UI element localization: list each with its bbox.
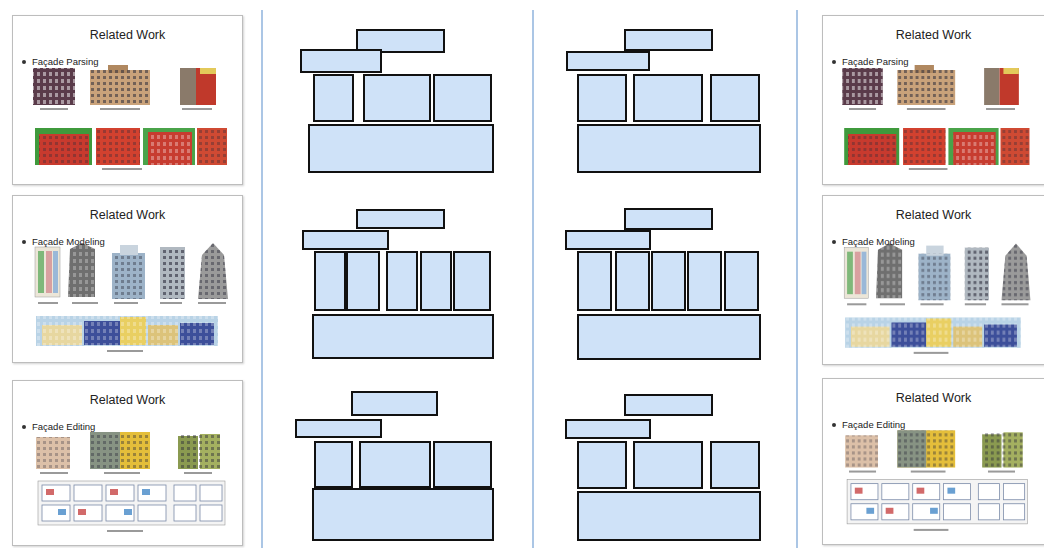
bullet-text: Façade Modeling xyxy=(32,236,105,248)
bullet-row: Façade Editing xyxy=(22,420,242,433)
slide-title: Related Work xyxy=(13,207,242,224)
slide-title: Related Work xyxy=(823,207,1044,224)
bullet-text: Façade Editing xyxy=(842,419,905,431)
slide-title: Related Work xyxy=(823,27,1044,44)
slide-panel: Related WorkFaçade Editing xyxy=(822,378,1044,545)
bullet-row: Façade Parsing xyxy=(22,55,242,68)
bullet-row: Façade Modeling xyxy=(22,235,242,248)
slide-panel: Related WorkFaçade Modeling xyxy=(12,195,243,363)
slide-title: Related Work xyxy=(823,390,1044,407)
bullet-row: Façade Parsing xyxy=(832,55,1044,68)
bullet-dot xyxy=(832,423,836,427)
slide-panel: Related WorkFaçade Parsing xyxy=(12,15,243,185)
slide-title: Related Work xyxy=(13,27,242,44)
bullet-row: Façade Editing xyxy=(832,418,1044,431)
slide-panel: Related WorkFaçade Parsing xyxy=(822,15,1044,185)
bullet-row: Façade Modeling xyxy=(832,235,1044,248)
bullet-text: Façade Parsing xyxy=(842,56,909,68)
bullet-dot xyxy=(22,240,26,244)
layout-wireframes xyxy=(296,30,760,540)
bullet-text: Façade Modeling xyxy=(842,236,915,248)
slide-title: Related Work xyxy=(13,392,242,409)
slide-panel: Related WorkFaçade Modeling xyxy=(822,195,1044,365)
bullet-text: Façade Parsing xyxy=(32,56,99,68)
bullet-dot xyxy=(832,60,836,64)
bullet-dot xyxy=(22,60,26,64)
bullet-dot xyxy=(832,240,836,244)
bullet-text: Façade Editing xyxy=(32,421,95,433)
slide-panel: Related WorkFaçade Editing xyxy=(12,380,243,546)
bullet-dot xyxy=(22,425,26,429)
